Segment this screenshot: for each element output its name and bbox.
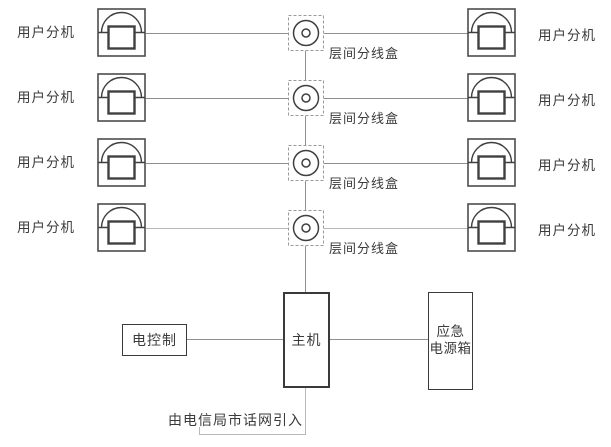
incoming-line-horizontal [199,434,306,435]
phone-icon [467,8,516,57]
phone-icon [467,138,516,187]
emergency-power-label: 应急 电源箱 [429,324,472,357]
phone-icon [97,8,146,57]
incoming-line-vertical [305,388,306,434]
junction-box-icon [288,145,324,181]
wire-host-to-power [330,339,428,340]
extension-label-right: 用户分机 [538,93,596,109]
wire-left [146,33,288,34]
junction-label: 层间分线盒 [329,177,400,192]
junction-label: 层间分线盒 [329,112,400,127]
host-unit-box: 主机 [283,292,330,388]
phone-icon [467,203,516,252]
riser-wire [305,51,306,80]
wire-right [324,228,468,229]
riser-wire [305,246,306,292]
wire-right [324,163,468,164]
riser-wire [305,181,306,210]
host-unit-label: 主机 [291,333,322,349]
incoming-line-label: 由电信局市话网引入 [168,413,303,429]
extension-label-right: 用户分机 [538,28,596,44]
phone-icon [97,73,146,122]
wire-left [146,98,288,99]
wire-control-to-host [187,339,283,340]
junction-label: 层间分线盒 [329,47,400,62]
extension-label-left: 用户分机 [17,90,75,106]
control-unit-label: 电控制 [132,333,177,349]
phone-icon [97,138,146,187]
phone-icon [97,203,146,252]
wire-right [324,33,468,34]
extension-label-right: 用户分机 [538,158,596,174]
extension-label-left: 用户分机 [17,220,75,236]
extension-label-right: 用户分机 [538,223,596,239]
wire-left [146,228,288,229]
junction-box-icon [288,80,324,116]
junction-box-icon [288,210,324,246]
control-unit-box: 电控制 [122,324,187,356]
extension-label-left: 用户分机 [17,25,75,41]
emergency-power-box: 应急 电源箱 [428,292,473,390]
wire-right [324,98,468,99]
junction-box-icon [288,15,324,51]
phone-icon [467,73,516,122]
riser-wire [305,116,306,145]
extension-label-left: 用户分机 [17,155,75,171]
junction-label: 层间分线盒 [329,242,400,257]
incoming-line-end [199,427,200,434]
wire-left [146,163,288,164]
